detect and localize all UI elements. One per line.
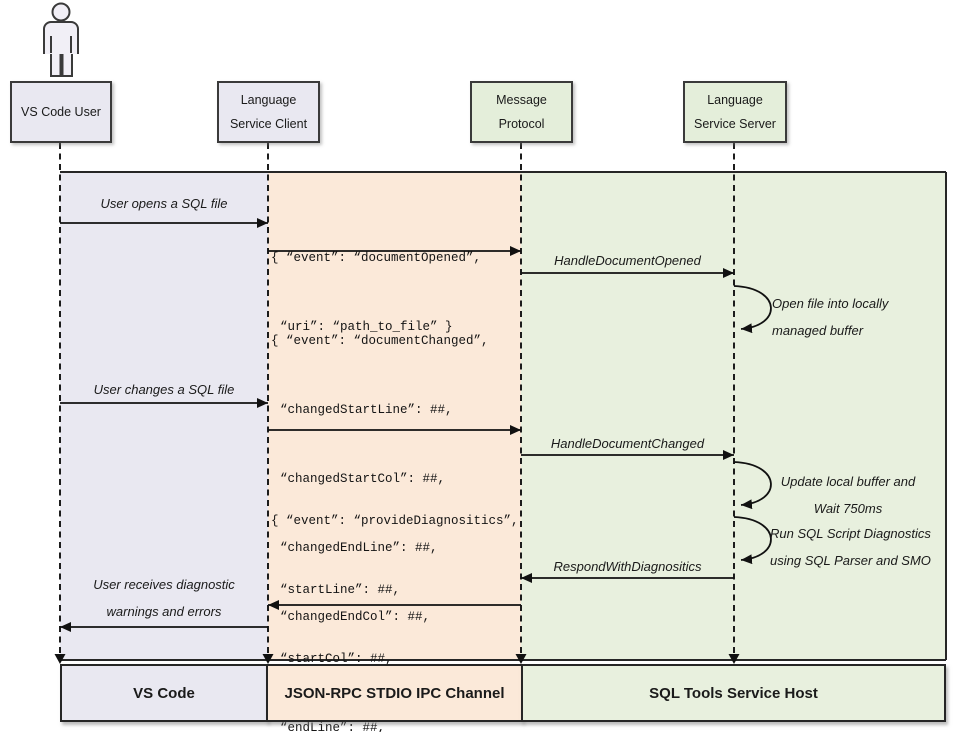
actor-leg-left [50,49,62,77]
actor-leg-right [61,49,73,77]
label-line: warnings and errors [106,604,222,619]
label-user-receives-diagnostics: User receives diagnostic warnings and er… [60,571,268,625]
payload-line: “endLine”: ##, [280,721,386,732]
actor-label: Language [240,93,297,107]
payload-document-opened: { “event”: “documentOpened”, “uri”: “pat… [271,201,481,385]
note-open-buffer: Open file into locally managed buffer [772,290,888,344]
label-user-opens-file: User opens a SQL file [100,196,228,211]
payload-line: “startLine”: ##, [280,583,401,597]
actor-label: Language [707,93,763,107]
actor-label: Service Client [229,117,308,131]
note-line: Run SQL Script Diagnostics [770,526,931,541]
footer-label: SQL Tools Service Host [649,684,818,702]
label-user-changes-file: User changes a SQL file [93,382,235,397]
payload-provide-diagnostics: { “event”: “provideDiagnositics”, “start… [271,464,519,732]
payload-line: { “event”: “documentChanged”, [271,334,489,348]
note-line: Open file into locally [772,296,889,311]
actor-label: Protocol [498,117,545,131]
payload-line: “changedStartCol”: ##, [280,472,446,486]
note-line: Wait 750ms [813,501,883,516]
note-update-buffer: Update local buffer and Wait 750ms [772,468,924,522]
user-actor-icon [43,2,79,77]
actor-label: Service Server [694,117,776,131]
payload-line: “uri”: “path_to_file” } [280,320,453,334]
payload-line: “startCol”: ##, [280,652,393,666]
note-run-diagnostics: Run SQL Script Diagnostics using SQL Par… [770,520,931,574]
label-respond-with-diagnostics: RespondWithDiagnositics [553,559,702,574]
lane-vscode-user [60,172,268,660]
label-handle-document-opened: HandleDocumentOpened [554,253,701,268]
footer-label: VS Code [133,684,195,702]
actor-box-language-service-client: Language Service Client [217,81,320,143]
note-line: managed buffer [772,323,864,338]
payload-line: “changedEndCol”: ##, [280,610,431,624]
payload-line: { “event”: “documentOpened”, [271,251,482,265]
actor-label: Message [496,93,547,107]
actor-label: VS Code User [21,105,101,119]
lane-ipc-channel [268,172,521,660]
actor-box-message-protocol: Message Protocol [470,81,573,143]
footer-box-ipc-channel: JSON-RPC STDIO IPC Channel [266,664,523,722]
payload-line: { “event”: “provideDiagnositics”, [271,514,519,528]
actor-box-vscode-user: VS Code User [10,81,112,143]
note-line: using SQL Parser and SMO [770,553,931,568]
label-handle-document-changed: HandleDocumentChanged [550,436,705,451]
label-line: User receives diagnostic [93,577,235,592]
footer-box-service-host: SQL Tools Service Host [521,664,946,722]
payload-line: “changedEndLine”: ##, [280,541,438,555]
actor-torso [43,21,79,54]
note-line: Update local buffer and [780,474,916,489]
footer-label: JSON-RPC STDIO IPC Channel [284,684,505,702]
lane-service-host [521,172,946,660]
actor-head [51,2,71,22]
payload-line: “changedStartLine”: ##, [280,403,453,417]
footer-box-vscode: VS Code [60,664,268,722]
actor-box-language-service-server: Language Service Server [683,81,787,143]
